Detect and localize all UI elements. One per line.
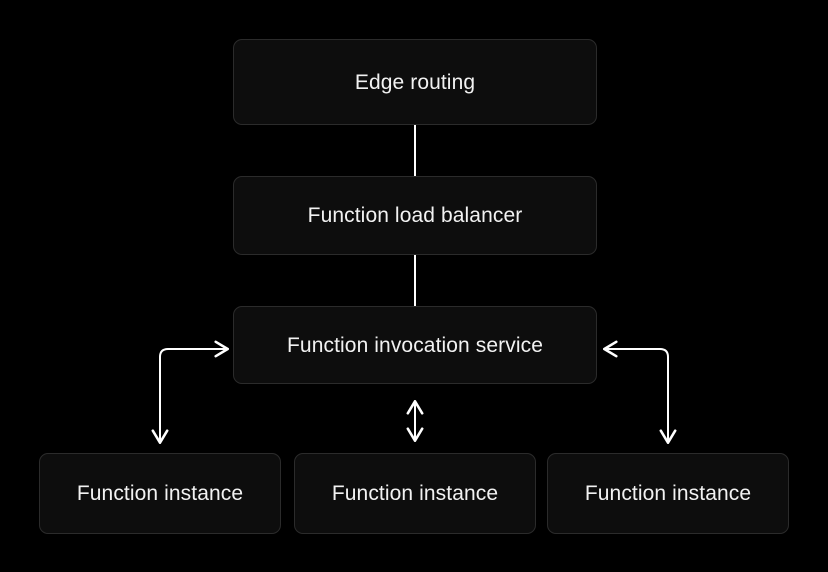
connector-invocation-service-to-instance-right (603, 340, 677, 444)
node-edge-routing-label: Edge routing (354, 70, 476, 94)
node-function-load-balancer[interactable]: Function load balancer (233, 176, 597, 255)
node-function-instance-left-label: Function instance (76, 482, 244, 505)
node-function-instance-right[interactable]: Function instance (547, 453, 789, 534)
node-function-instance-center[interactable]: Function instance (294, 453, 536, 534)
node-function-instance-center-label: Function instance (331, 482, 499, 505)
node-function-invocation-service[interactable]: Function invocation service (233, 306, 597, 384)
node-edge-routing[interactable]: Edge routing (233, 39, 597, 125)
node-function-load-balancer-label: Function load balancer (307, 204, 523, 227)
node-function-instance-left[interactable]: Function instance (39, 453, 281, 534)
node-function-invocation-service-label: Function invocation service (287, 333, 543, 357)
node-function-instance-right-label: Function instance (584, 482, 752, 505)
connector-invocation-service-to-instance-left (151, 340, 229, 444)
